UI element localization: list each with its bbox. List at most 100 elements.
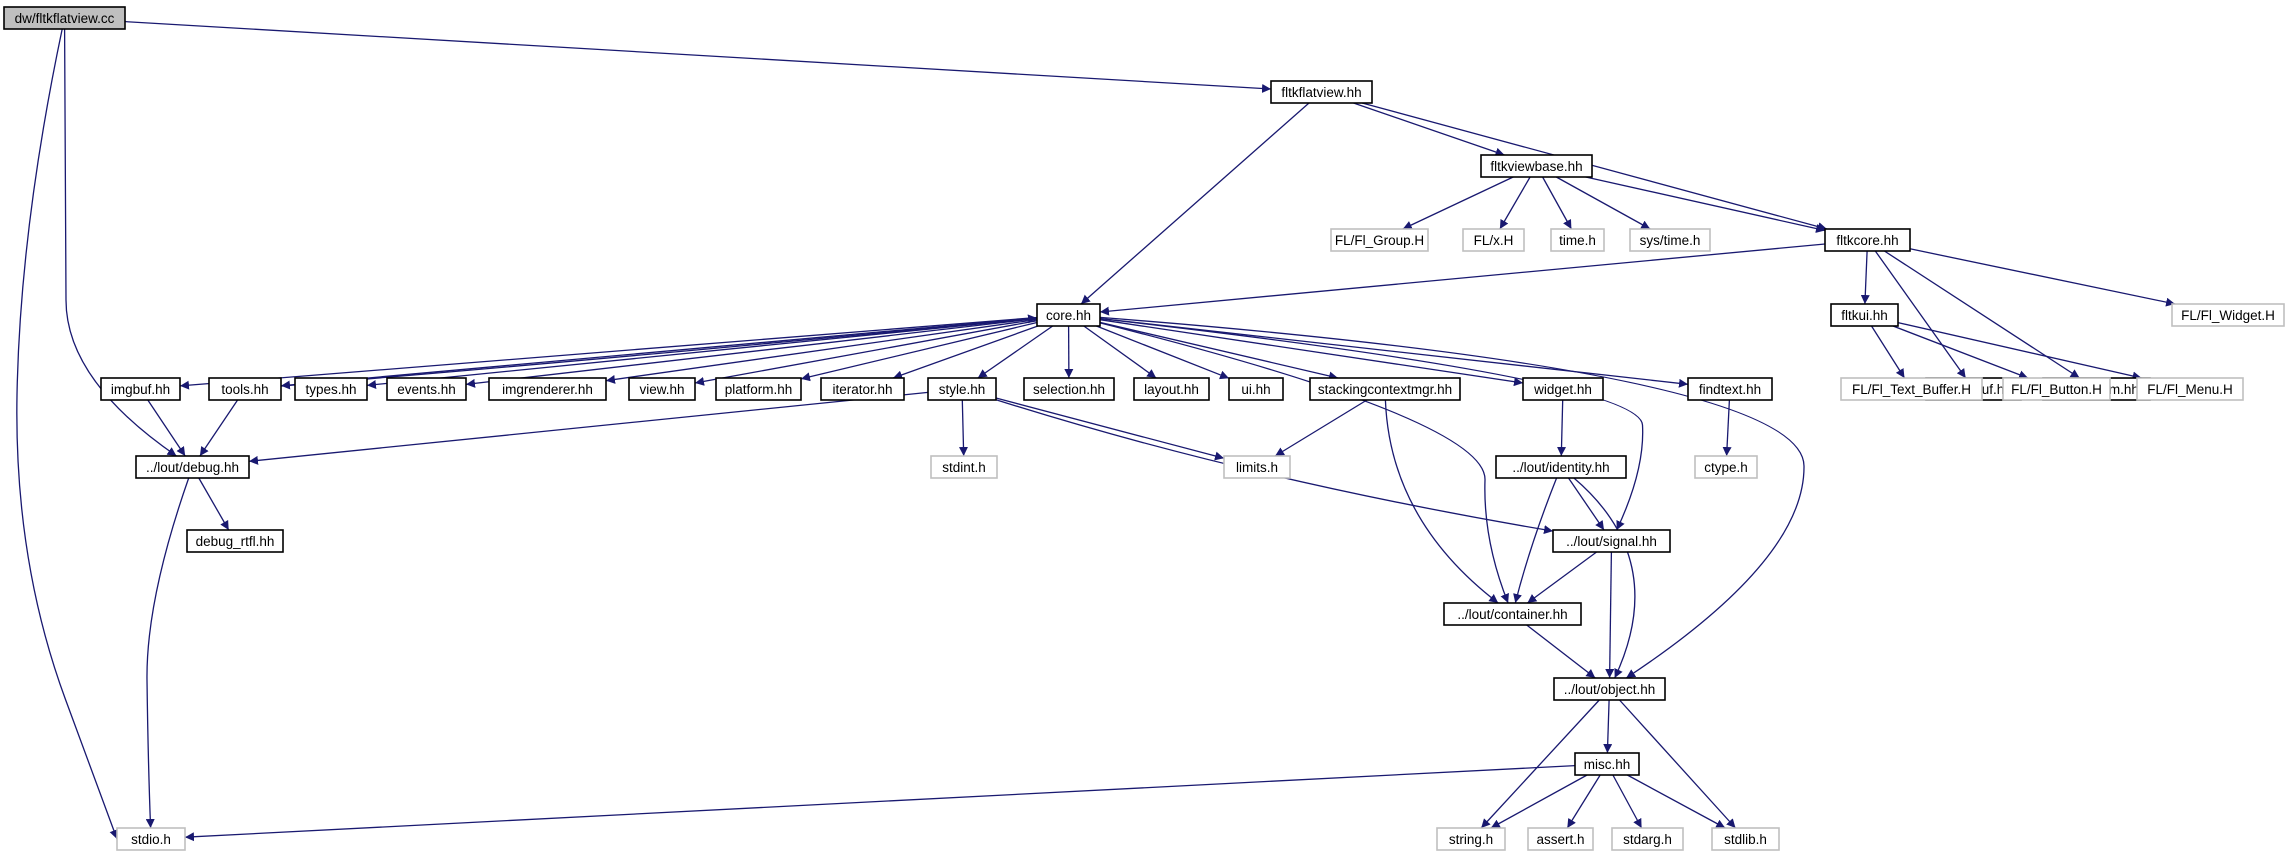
node-box: [930, 455, 998, 479]
node-view-hh[interactable]: view.hh: [628, 377, 696, 401]
node-iterator-hh[interactable]: iterator.hh: [820, 377, 905, 401]
node-label: iterator.hh: [832, 382, 892, 397]
node-box: [386, 377, 467, 401]
node-label: FL/Fl_Menu.H: [2147, 382, 2233, 397]
node-box: [2136, 377, 2244, 401]
edge-style-hh-to-limits-h: [995, 397, 1225, 461]
node-label: dw/fltkflatview.cc: [15, 11, 115, 26]
edge-imgbuf-hh-to-debug-hh: [147, 399, 186, 457]
node-misc-hh[interactable]: misc.hh: [1574, 752, 1640, 776]
node-label: view.hh: [639, 382, 684, 397]
node-box: [1436, 827, 1506, 851]
node-imgrenderer-hh[interactable]: imgrenderer.hh: [488, 377, 607, 401]
node-label: FL/Fl_Widget.H: [2181, 308, 2275, 323]
edge-debug-hh-to-stdio-h: [145, 477, 190, 829]
edge-fltkui-hh-to-fl-menu: [1897, 321, 2142, 381]
node-label: fltkcore.hh: [1836, 233, 1898, 248]
node-stdio-h[interactable]: stdio.h: [116, 827, 186, 851]
node-fl-menu[interactable]: FL/Fl_Menu.H: [2136, 377, 2244, 401]
node-assert-h[interactable]: assert.h: [1527, 827, 1594, 851]
node-fltkcore-hh[interactable]: fltkcore.hh: [1824, 228, 1911, 252]
node-box: [1552, 529, 1671, 553]
node-fltkflatview-hh[interactable]: fltkflatview.hh: [1270, 80, 1373, 104]
node-identity-hh[interactable]: ../lout/identity.hh: [1495, 455, 1627, 479]
node-limits-h[interactable]: limits.h: [1223, 455, 1291, 479]
edge-fltkflatview-hh-to-fltkcore-hh: [1361, 102, 1828, 231]
node-time-h[interactable]: time.h: [1550, 228, 1605, 252]
node-fl-x[interactable]: FL/x.H: [1462, 228, 1525, 252]
node-ctype-h[interactable]: ctype.h: [1694, 455, 1758, 479]
node-box: [488, 377, 607, 401]
node-label: findtext.hh: [1699, 382, 1761, 397]
node-stdlib-h[interactable]: stdlib.h: [1711, 827, 1780, 851]
edge-core-hh-to-findtext-hh: [1099, 317, 1689, 388]
node-widget-hh[interactable]: widget.hh: [1522, 377, 1604, 401]
edge-debug-hh-to-debug-rtfl-hh: [198, 477, 230, 531]
node-box: [1611, 827, 1684, 851]
edge-core-hh-to-imgrenderer-hh: [605, 318, 1038, 384]
node-label: ../lout/signal.hh: [1566, 534, 1657, 549]
edge-fltkflatview-cc-to-debug-hh: [63, 28, 177, 457]
node-fl-group[interactable]: FL/Fl_Group.H: [1330, 228, 1429, 252]
node-box: [116, 827, 186, 851]
node-string-h[interactable]: string.h: [1436, 827, 1506, 851]
node-types-hh[interactable]: types.hh: [294, 377, 368, 401]
node-box: [1553, 677, 1666, 701]
node-layout-hh[interactable]: layout.hh: [1133, 377, 1210, 401]
node-box: [1036, 303, 1101, 327]
node-findtext-hh[interactable]: findtext.hh: [1687, 377, 1773, 401]
node-imgbuf-hh[interactable]: imgbuf.hh: [100, 377, 181, 401]
node-label: ui.hh: [1241, 382, 1270, 397]
node-fltkflatview-cc[interactable]: dw/fltkflatview.cc: [3, 6, 126, 30]
edge-core-hh-to-container-hh: [1099, 322, 1509, 604]
node-box: [715, 377, 802, 401]
node-label: ctype.h: [1704, 460, 1748, 475]
node-fltkviewbase-hh[interactable]: fltkviewbase.hh: [1480, 154, 1593, 178]
node-ui-hh[interactable]: ui.hh: [1228, 377, 1284, 401]
node-stdarg-h[interactable]: stdarg.h: [1611, 827, 1684, 851]
edge-misc-hh-to-assert-h: [1566, 774, 1601, 829]
edge-core-hh-to-events-hh: [465, 317, 1038, 388]
edge-core-hh-to-object-hh: [1099, 316, 1805, 679]
node-fl-widget[interactable]: FL/Fl_Widget.H: [2171, 303, 2285, 327]
node-platform-hh[interactable]: platform.hh: [715, 377, 802, 401]
edge-fltkcore-hh-to-fltkplatform-hh: [1884, 250, 2080, 379]
node-stackingcontextmgr-hh[interactable]: stackingcontextmgr.hh: [1309, 377, 1461, 401]
node-box: [1694, 455, 1758, 479]
node-label: imgrenderer.hh: [502, 382, 593, 397]
node-label: stdlib.h: [1724, 832, 1767, 847]
node-style-hh[interactable]: style.hh: [927, 377, 997, 401]
node-box: [1527, 827, 1594, 851]
edge-core-hh-to-imgbuf-hh: [179, 316, 1038, 390]
node-box: [1550, 228, 1605, 252]
node-core-hh[interactable]: core.hh: [1036, 303, 1101, 327]
edge-object-hh-to-stdlib-h: [1619, 699, 1736, 829]
edge-core-hh-to-platform-hh: [800, 321, 1038, 382]
node-box: [2002, 377, 2111, 401]
node-label: imgbuf.hh: [111, 382, 170, 397]
node-tools-hh[interactable]: tools.hh: [208, 377, 282, 401]
node-container-hh[interactable]: ../lout/container.hh: [1443, 602, 1582, 626]
node-fl-text-buffer[interactable]: FL/Fl_Text_Buffer.H: [1840, 377, 1983, 401]
node-selection-hh[interactable]: selection.hh: [1023, 377, 1115, 401]
node-box: [294, 377, 368, 401]
edge-tools-hh-to-debug-hh: [199, 399, 239, 457]
edge-fltkflatview-hh-to-core-hh: [1080, 102, 1310, 305]
node-events-hh[interactable]: events.hh: [386, 377, 467, 401]
node-debug-rtfl-hh[interactable]: debug_rtfl.hh: [186, 529, 284, 553]
node-debug-hh[interactable]: ../lout/debug.hh: [135, 455, 250, 479]
node-fltkui-hh[interactable]: fltkui.hh: [1830, 303, 1899, 327]
node-label: stdio.h: [131, 832, 171, 847]
node-box: [1495, 455, 1627, 479]
node-label: tools.hh: [221, 382, 268, 397]
node-signal-hh[interactable]: ../lout/signal.hh: [1552, 529, 1671, 553]
node-fl-button[interactable]: FL/Fl_Button.H: [2002, 377, 2111, 401]
nodes: dw/fltkflatview.cc fltkflatview.hh fltkvie…: [3, 6, 2285, 851]
edge-identity-hh-to-signal-hh: [1567, 477, 1605, 531]
node-box: [820, 377, 905, 401]
node-object-hh[interactable]: ../lout/object.hh: [1553, 677, 1666, 701]
node-stdint-h[interactable]: stdint.h: [930, 455, 998, 479]
edge-misc-hh-to-stdio-h: [184, 764, 1576, 842]
node-box: [100, 377, 181, 401]
node-sys-time-h[interactable]: sys/time.h: [1629, 228, 1711, 252]
